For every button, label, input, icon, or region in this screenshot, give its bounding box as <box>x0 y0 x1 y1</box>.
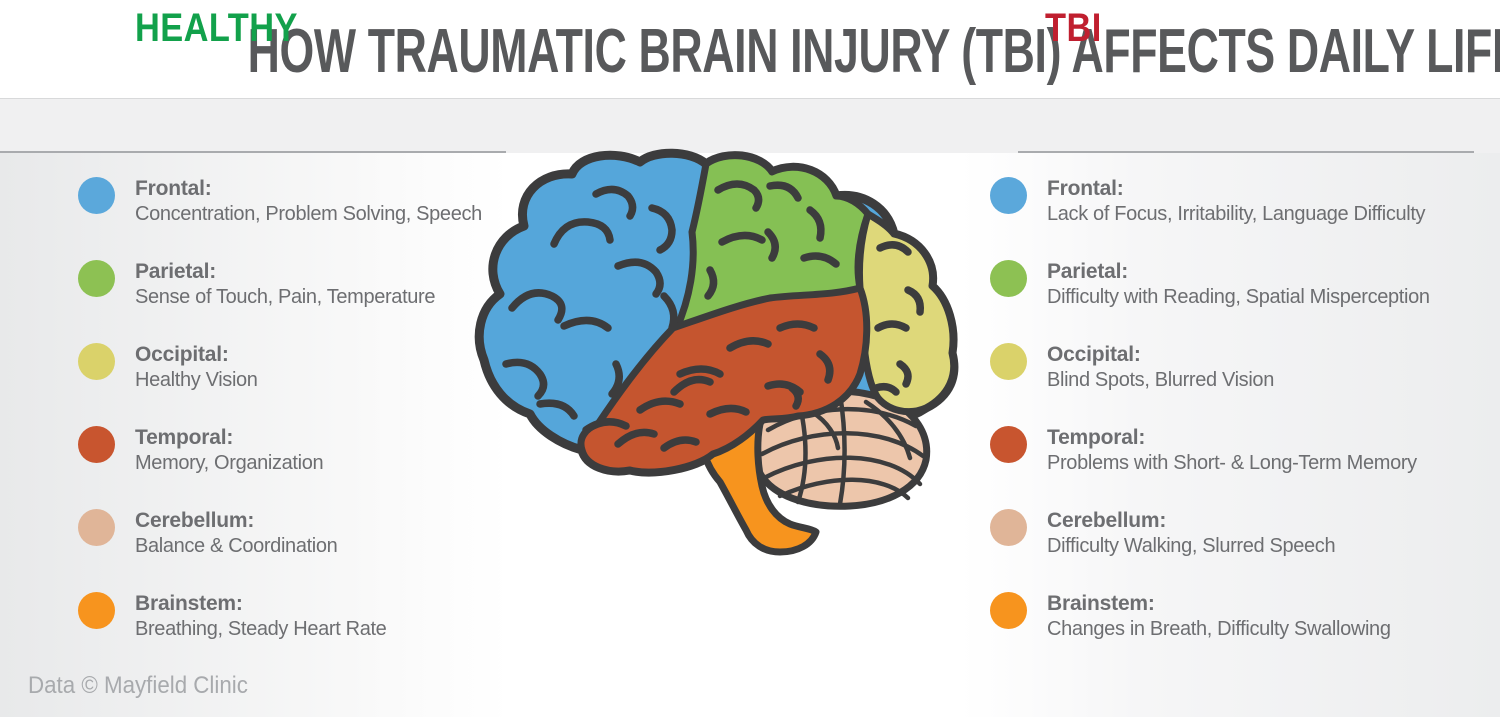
region-description: Changes in Breath, Difficulty Swallowing <box>1047 618 1391 640</box>
region-name: Brainstem: <box>1047 592 1155 615</box>
region-name: Cerebellum: <box>1047 509 1167 532</box>
brainstem-region-dot <box>990 592 1027 629</box>
list-item: Cerebellum: Balance & Coordination <box>78 508 518 559</box>
region-description: Concentration, Problem Solving, Speech <box>135 203 482 225</box>
data-credit: Data © Mayfield Clinic <box>28 672 264 700</box>
tbi-column-header: TBI <box>1045 6 1102 50</box>
temporal-lobe-shape <box>577 284 871 476</box>
list-item: Temporal: Problems with Short- & Long-Te… <box>990 425 1495 476</box>
list-item: Frontal: Concentration, Problem Solving,… <box>78 176 518 227</box>
region-name: Occipital: <box>1047 343 1141 366</box>
region-description: Healthy Vision <box>135 369 258 391</box>
list-item: Cerebellum: Difficulty Walking, Slurred … <box>990 508 1495 559</box>
page-title: HOW TRAUMATIC BRAIN INJURY (TBI) AFFECTS… <box>247 17 1500 86</box>
region-name: Cerebellum: <box>135 509 255 532</box>
list-item: Temporal: Memory, Organization <box>78 425 518 476</box>
occipital-gyri-lines <box>872 241 924 396</box>
region-description: Lack of Focus, Irritability, Language Di… <box>1047 203 1426 225</box>
occipital-region-dot <box>990 343 1027 380</box>
list-item: Occipital: Blind Spots, Blurred Vision <box>990 342 1495 393</box>
region-description: Balance & Coordination <box>135 535 338 557</box>
list-item: Brainstem: Changes in Breath, Difficulty… <box>990 591 1495 642</box>
healthy-legend-column: Frontal: Concentration, Problem Solving,… <box>78 176 518 674</box>
region-name: Frontal: <box>135 177 212 200</box>
region-description: Sense of Touch, Pain, Temperature <box>135 286 436 308</box>
region-name: Occipital: <box>135 343 229 366</box>
brainstem-region-dot <box>78 592 115 629</box>
region-description: Difficulty with Reading, Spatial Misperc… <box>1047 286 1430 308</box>
list-item: Frontal: Lack of Focus, Irritability, La… <box>990 176 1495 227</box>
list-item: Parietal: Sense of Touch, Pain, Temperat… <box>78 259 518 310</box>
region-name: Brainstem: <box>135 592 243 615</box>
tbi-legend-column: Frontal: Lack of Focus, Irritability, La… <box>990 176 1495 674</box>
frontal-gyri-lines <box>502 185 714 434</box>
region-description: Blind Spots, Blurred Vision <box>1047 369 1274 391</box>
parietal-region-dot <box>78 260 115 297</box>
cerebellum-folia-lines <box>759 391 926 507</box>
tbi-header-underline <box>1018 151 1474 153</box>
temporal-region-dot <box>990 426 1027 463</box>
list-item: Occipital: Healthy Vision <box>78 342 518 393</box>
brain-lateral-illustration <box>474 148 959 556</box>
cerebellum-region-dot <box>990 509 1027 546</box>
healthy-header-underline <box>0 151 506 153</box>
frontal-region-dot <box>990 177 1027 214</box>
list-item: Parietal: Difficulty with Reading, Spati… <box>990 259 1495 310</box>
temporal-region-dot <box>78 426 115 463</box>
region-description: Difficulty Walking, Slurred Speech <box>1047 535 1336 557</box>
region-description: Problems with Short- & Long-Term Memory <box>1047 452 1417 474</box>
region-description: Memory, Organization <box>135 452 324 474</box>
region-name: Parietal: <box>135 260 217 283</box>
page-title-wrap: HOW TRAUMATIC BRAIN INJURY (TBI) AFFECTS… <box>0 20 1500 84</box>
region-name: Frontal: <box>1047 177 1124 200</box>
region-name: Temporal: <box>135 426 234 449</box>
occipital-region-dot <box>78 343 115 380</box>
region-name: Parietal: <box>1047 260 1129 283</box>
data-credit-text: Data © Mayfield Clinic <box>28 672 248 699</box>
temporal-gyri-lines <box>614 320 834 452</box>
parietal-gyri-lines <box>704 180 840 300</box>
frontal-region-dot <box>78 177 115 214</box>
region-description: Breathing, Steady Heart Rate <box>135 618 387 640</box>
region-name: Temporal: <box>1047 426 1146 449</box>
column-header-band <box>0 98 1500 153</box>
parietal-region-dot <box>990 260 1027 297</box>
cerebellum-region-dot <box>78 509 115 546</box>
list-item: Brainstem: Breathing, Steady Heart Rate <box>78 591 518 642</box>
healthy-column-header: HEALTHY <box>135 6 298 50</box>
